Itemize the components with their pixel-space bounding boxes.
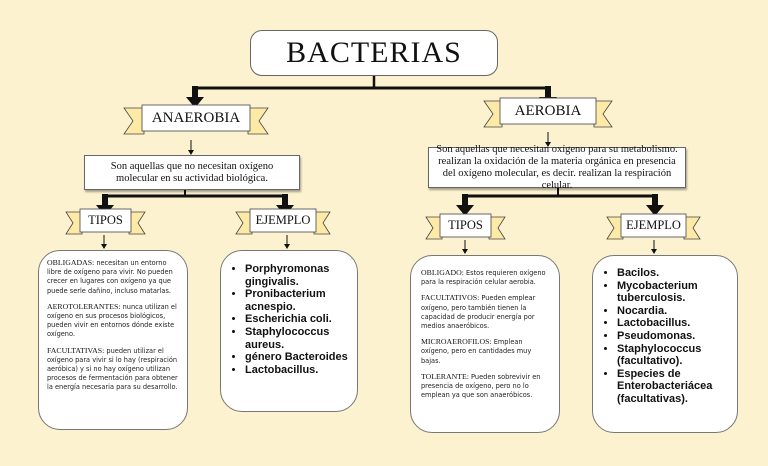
anaerobia-description: Son aquellas que no necesitan oxígeno mo…	[84, 155, 300, 190]
list-item: Lactobacillus.	[245, 364, 357, 377]
list-item: Pronibacterium acnespio.	[245, 288, 357, 313]
aerobia-ejemplo-list: Bacilos. Mycobacterium tuberculosis. Noc…	[593, 267, 737, 406]
anaerobia-tipos-card: OBLIGADAS: necesitan un entorno libre de…	[38, 250, 188, 430]
anaerobia-ejemplo-label: EJEMPLO	[255, 213, 311, 227]
list-item: género Bacteroides	[245, 351, 357, 364]
anaerobia-ejemplo-card: Porphyromonas gingivalis. Pronibacterium…	[220, 250, 358, 412]
tipo-item: MICROAEROFILOS: Emplean oxígeno, pero en…	[421, 337, 532, 365]
list-item: Staphylococcus aureus.	[245, 326, 357, 351]
anaerobia-tipos-banner	[65, 208, 146, 235]
tipo-item: TOLERANTE: Pueden sobrevivir en presenci…	[421, 371, 541, 400]
aerobia-label: AEROBIA	[514, 103, 582, 119]
list-item: Lactobacillus.	[617, 317, 737, 330]
tipo-item: OBLIGADO: Estos requieren oxígeno para l…	[421, 268, 546, 287]
tipo-item: OBLIGADAS: necesitan un entorno libre de…	[47, 258, 173, 295]
list-item: Mycobacterium tuberculosis.	[617, 280, 737, 305]
aerobia-tipos-banner	[425, 213, 506, 240]
aerobia-ejemplo-banner	[606, 213, 701, 240]
list-item: Porphyromonas gingivalis.	[245, 263, 357, 288]
page-title: BACTERIAS	[250, 30, 498, 76]
anaerobia-banner	[123, 104, 269, 135]
aerobia-ejemplo-label: EJEMPLO	[626, 218, 681, 232]
aerobia-tipos-label: TIPOS	[448, 218, 483, 232]
aerobia-ejemplo-card: Bacilos. Mycobacterium tuberculosis. Noc…	[592, 255, 738, 433]
list-item: Pseudomonas.	[617, 330, 737, 343]
list-item: Nocardia.	[617, 305, 737, 318]
aerobia-tipos-card: OBLIGADO: Estos requieren oxígeno para l…	[410, 255, 560, 433]
anaerobia-tipos-label: TIPOS	[88, 213, 123, 227]
aerobia-description: Son aquellas que necesitan oxígeno para …	[428, 144, 686, 191]
list-item: Staphylococcus (facultativo).	[617, 343, 737, 368]
list-item: Especies de Enterobacteriácea (facultati…	[617, 368, 737, 406]
anaerobia-ejemplo-list: Porphyromonas gingivalis. Pronibacterium…	[221, 263, 357, 376]
tipo-item: FACULTATIVAS: pueden utilizar el oxígeno…	[47, 345, 178, 392]
anaerobia-ejemplo-banner	[235, 208, 331, 235]
tipo-item: FACULTATIVOS: Pueden emplear oxígeno, pe…	[421, 293, 536, 331]
anaerobia-label: ANAEROBIA	[151, 110, 241, 126]
tipo-item: AEROTOLERANTES: nunca utilizan el oxígen…	[47, 301, 177, 339]
list-item: Escherichia coli.	[245, 313, 357, 326]
aerobia-banner	[483, 97, 613, 128]
list-item: Bacilos.	[617, 267, 737, 280]
